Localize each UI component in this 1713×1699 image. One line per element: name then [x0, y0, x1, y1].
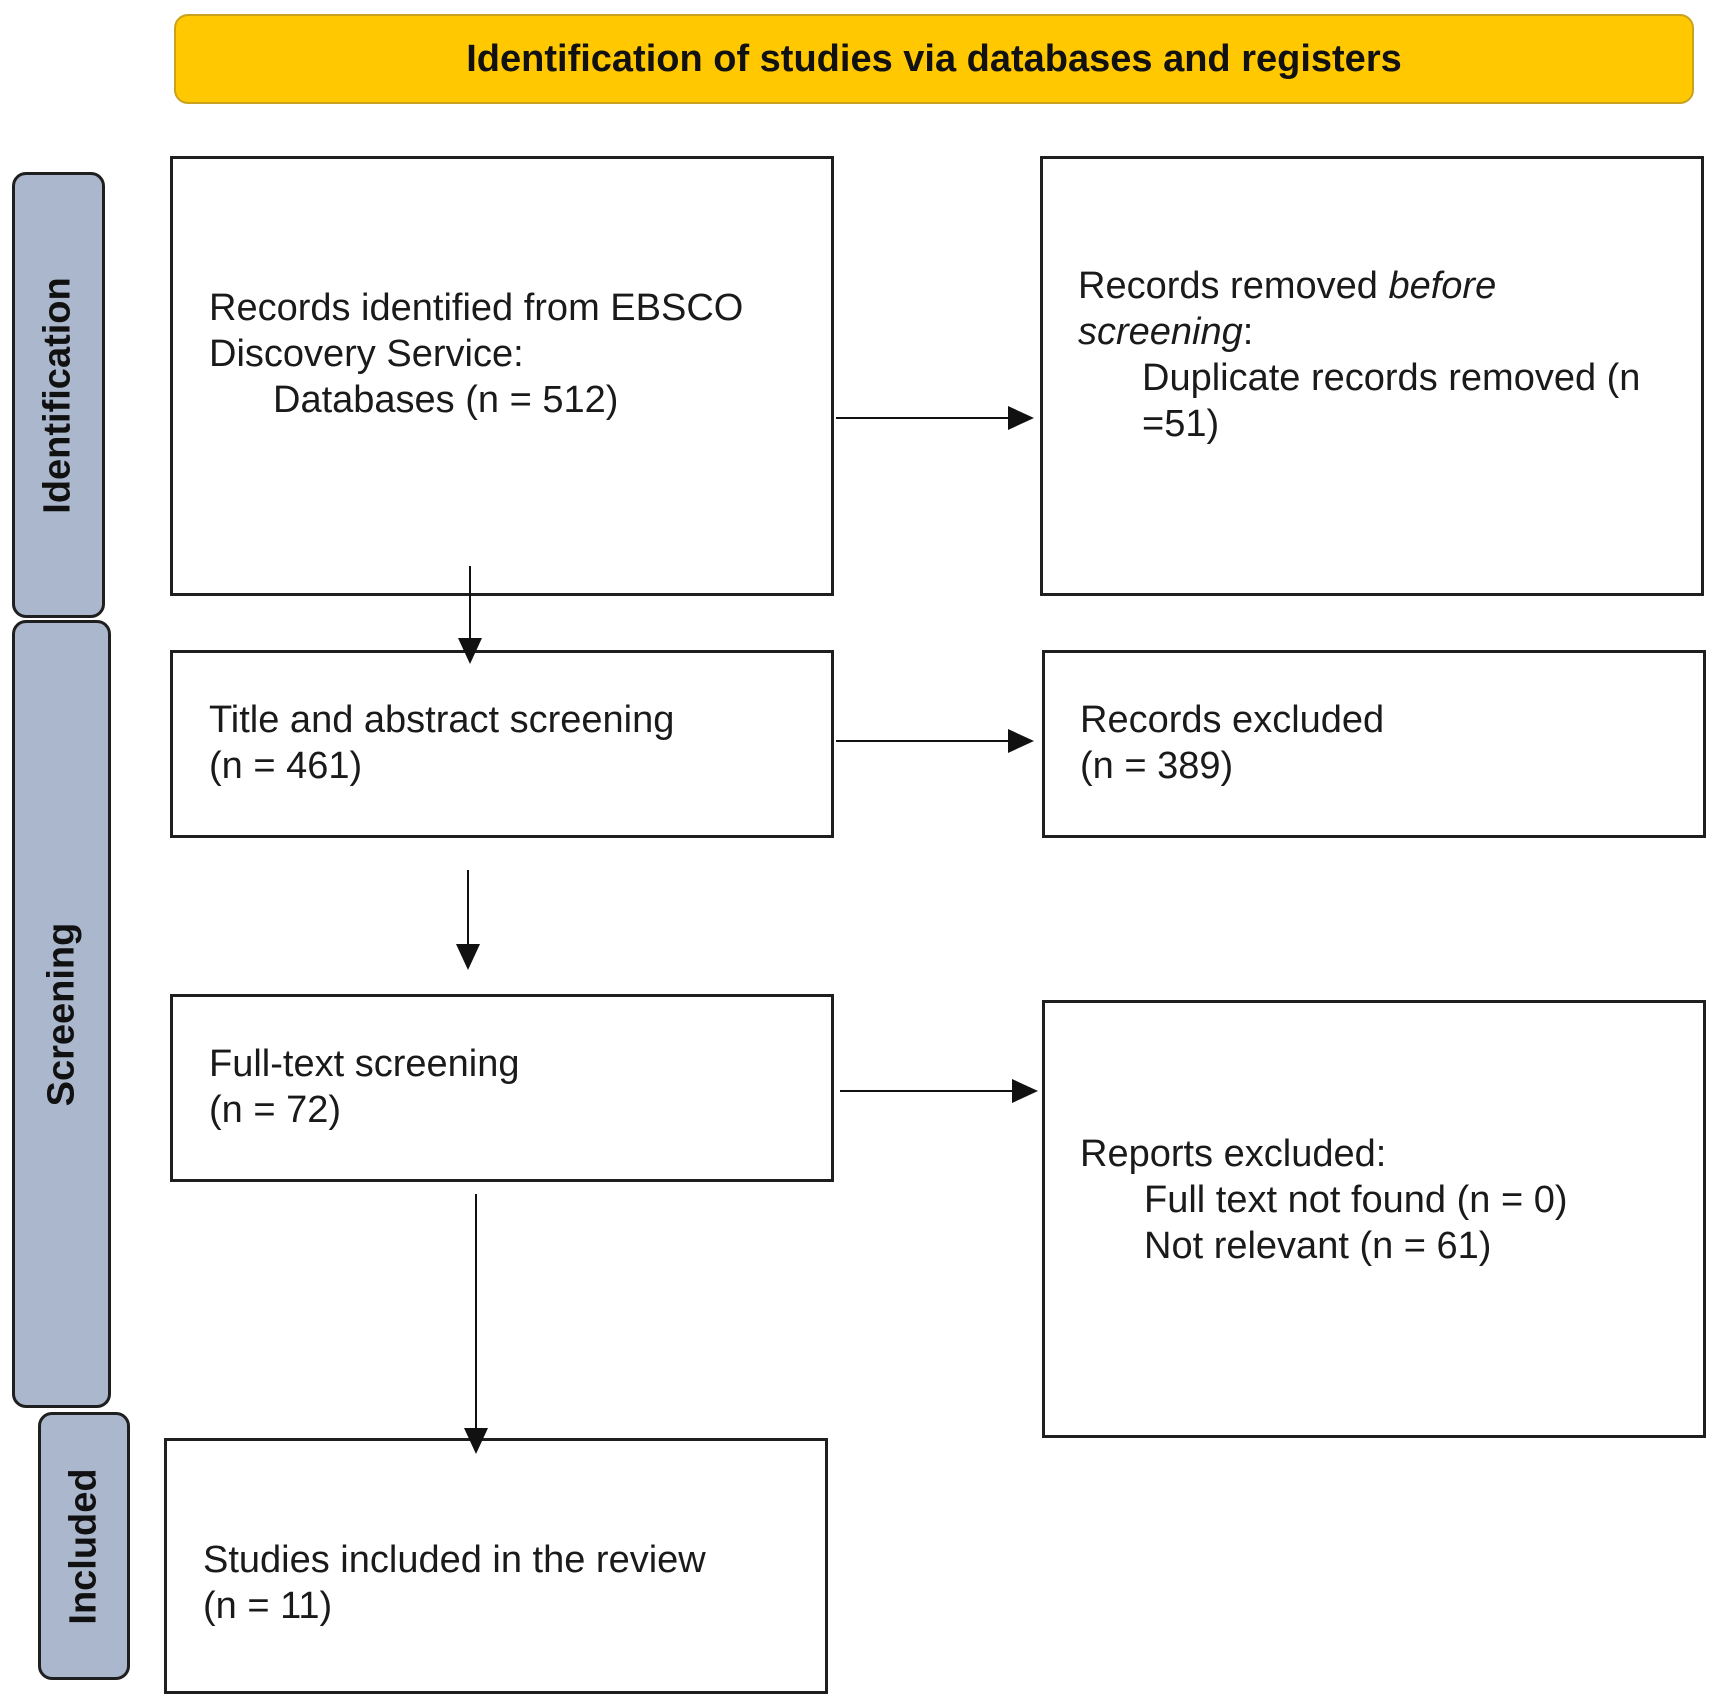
records-removed-screening: screening: [1078, 311, 1243, 353]
records-identified-databases: Databases (n = 512): [273, 379, 619, 421]
records-removed-colon: :: [1242, 311, 1254, 353]
diagram-title-banner: Identification of studies via databases …: [174, 14, 1694, 104]
arrowhead-full-text-to-included: [464, 1428, 488, 1454]
studies-included-count: (n = 11): [203, 1585, 333, 1627]
records-excluded-count: (n = 389): [1080, 745, 1234, 787]
arrowhead-identified-to-title-abstract: [458, 638, 482, 664]
full-text-label: Full-text screening: [209, 1043, 520, 1085]
records-removed-line2: screening:: [1078, 309, 1701, 355]
reports-excluded-not-found: Full text not found (n = 0): [1144, 1179, 1568, 1221]
phase-screening: Screening: [12, 620, 111, 1408]
arrowhead-full-text-to-reports-excluded: [1012, 1079, 1038, 1103]
phase-included: Included: [38, 1412, 130, 1680]
full-text-count: (n = 72): [209, 1089, 342, 1131]
title-abstract-count: (n = 461): [209, 745, 363, 787]
records-removed-box: Records removed before screening: Duplic…: [1040, 156, 1704, 596]
records-identified-line2: Discovery Service:: [209, 333, 524, 375]
records-excluded-label: Records excluded: [1080, 699, 1385, 741]
records-removed-duplicates-count: =51): [1142, 403, 1220, 445]
records-removed-before: before: [1388, 265, 1497, 307]
arrowhead-title-abstract-to-excluded: [1008, 729, 1034, 753]
reports-excluded-label: Reports excluded:: [1080, 1133, 1387, 1175]
studies-included-box: Studies included in the review (n = 11): [164, 1438, 828, 1694]
arrowhead-title-abstract-to-full-text: [456, 944, 480, 970]
arrowhead-identified-to-removed: [1008, 406, 1034, 430]
reports-excluded-box: Reports excluded: Full text not found (n…: [1042, 1000, 1706, 1438]
reports-excluded-not-relevant: Not relevant (n = 61): [1144, 1225, 1492, 1267]
records-identified-line1: Records identified from EBSCO: [209, 287, 744, 329]
title-abstract-label: Title and abstract screening: [209, 699, 675, 741]
title-abstract-screening-box: Title and abstract screening (n = 461): [170, 650, 834, 838]
full-text-screening-box: Full-text screening (n = 72): [170, 994, 834, 1182]
studies-included-label: Studies included in the review: [203, 1539, 706, 1581]
phase-identification: Identification: [12, 172, 105, 618]
banner-text: Identification of studies via databases …: [466, 37, 1402, 80]
records-removed-prefix: Records removed: [1078, 265, 1389, 307]
records-removed-line1: Records removed before: [1078, 263, 1701, 309]
records-excluded-box: Records excluded (n = 389): [1042, 650, 1706, 838]
records-identified-box: Records identified from EBSCO Discovery …: [170, 156, 834, 596]
records-removed-duplicates: Duplicate records removed (n: [1142, 357, 1641, 399]
